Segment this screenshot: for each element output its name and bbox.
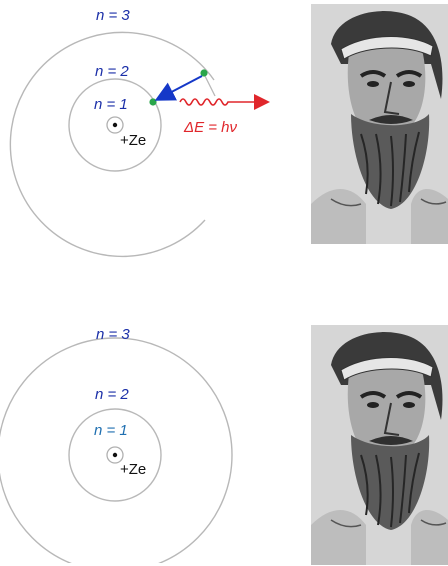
- orbit-n2: [68, 408, 162, 502]
- label-n1: n = 1: [94, 422, 128, 439]
- orbit-n3: [0, 337, 233, 563]
- label-n3: n = 3: [96, 326, 130, 343]
- label-n3: n = 3: [96, 7, 130, 24]
- nucleus-core: [112, 452, 118, 458]
- top-panel: n = 3 n = 2 n = 1 +Ze ΔE = hν: [9, 4, 448, 258]
- portrait-top: [311, 4, 448, 244]
- orbit-n2: [68, 78, 162, 172]
- bearded-man-engraving-icon: [311, 332, 448, 565]
- label-n2: n = 2: [95, 386, 129, 403]
- orbit-n3: [9, 31, 215, 258]
- portrait-bottom: [311, 325, 448, 565]
- photon-wave-icon: [179, 94, 270, 110]
- transition-arrow-icon: [154, 75, 203, 101]
- electron-icon-lower: [149, 98, 157, 106]
- orbit-n3-tail: [204, 75, 216, 97]
- nucleus-label: +Ze: [120, 461, 146, 478]
- photon-label: ΔE = hν: [183, 119, 238, 136]
- top-bohr-diagram: n = 3 n = 2 n = 1 +Ze ΔE = hν: [9, 7, 270, 258]
- label-n1: n = 1: [94, 96, 128, 113]
- bearded-man-engraving-icon: [311, 11, 448, 244]
- nucleus-core: [112, 122, 118, 128]
- nucleus-label: +Ze: [120, 132, 146, 149]
- label-n2: n = 2: [95, 63, 129, 80]
- bottom-panel: n = 3 n = 2 n = 1 +Ze: [0, 283, 448, 566]
- electron-icon: [200, 69, 208, 77]
- bottom-bohr-diagram: n = 3 n = 2 n = 1 +Ze: [0, 326, 233, 563]
